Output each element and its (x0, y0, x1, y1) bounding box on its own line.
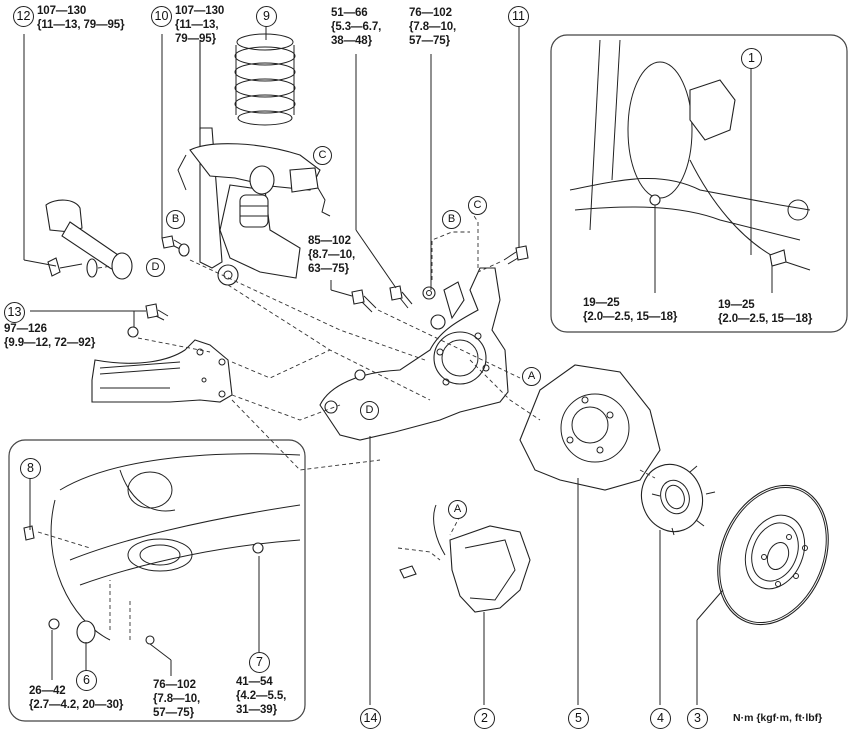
brake-disc (717, 484, 829, 626)
torque-label-inset-left: 19—25 {2.0—2.5, 15—18} (583, 297, 678, 323)
ref-mark-a-caliper: A (448, 500, 467, 519)
torque-label-inset-right: 19—25 {2.0—2.5, 15—18} (718, 299, 813, 325)
leader-lines (23, 26, 773, 705)
ref-mark-b-knuckle: B (442, 210, 461, 229)
crossmember-inset-panel (8, 439, 306, 722)
ref-mark-c-knuckle: C (468, 196, 487, 215)
bolt-11 (503, 245, 529, 265)
crossmember-inset-art (23, 453, 301, 645)
torque-label-26-42: 26—42 {2.7—4.2, 20—30} (29, 685, 124, 711)
torque-label-76-102-top: 76—102 {7.8—10, 57—75} (409, 7, 457, 47)
trailing-arm (91, 339, 233, 403)
nut-top-76 (422, 286, 436, 300)
callout-12: 12 (13, 6, 34, 27)
bolt-10 (161, 235, 190, 257)
callout-3: 3 (687, 708, 708, 729)
callout-1: 1 (741, 48, 762, 69)
bolt-mid-85 (351, 289, 377, 313)
callout-13: 13 (4, 302, 25, 323)
ref-mark-d: D (146, 258, 165, 277)
rear-knuckle (319, 267, 509, 441)
torque-label-51-66: 51—66 {5.3—6.7, 38—48} (331, 7, 382, 47)
bolt-13 (127, 303, 169, 338)
ref-mark-c: C (313, 146, 332, 165)
callout-4: 4 (650, 708, 671, 729)
torque-units-legend: N·m {kgf·m, ft·lbf} (733, 712, 823, 724)
ref-mark-b: B (166, 210, 185, 229)
torque-label-13: 97—126 {9.9—12, 72—92} (4, 323, 96, 349)
callout-10: 10 (151, 6, 172, 27)
callout-14: 14 (360, 708, 381, 729)
torque-label-10: 107—130 {11—13, 79—95} (175, 5, 225, 45)
torque-label-85-102: 85—102 {8.7—10, 63—75} (308, 235, 356, 275)
ref-mark-a-knuckle: A (522, 367, 541, 386)
torque-label-12: 107—130 {11—13, 79—95} (37, 5, 125, 31)
wheel-hub (640, 463, 716, 536)
torque-label-76-102-bottom: 76—102 {7.8—10, 57—75} (153, 679, 201, 719)
coil-spring (234, 33, 296, 126)
assembly-guide-lines (137, 209, 656, 536)
callout-2: 2 (474, 708, 495, 729)
parking-cable-inset-panel (550, 34, 848, 333)
torque-label-7: 41—54 {4.2—5.5, 31—39} (236, 676, 287, 716)
ref-mark-d-knuckle: D (360, 401, 379, 420)
callout-8: 8 (20, 458, 41, 479)
lateral-link (45, 199, 133, 280)
callout-7: 7 (249, 652, 270, 673)
callout-9: 9 (256, 6, 277, 27)
bolt-top-51 (389, 285, 413, 309)
upper-arm-assembly (177, 143, 331, 279)
brake-caliper (397, 504, 531, 613)
dust-shield (519, 364, 661, 491)
callout-6: 6 (76, 670, 97, 691)
parking-cable-inset-art (569, 39, 811, 271)
callout-5: 5 (568, 708, 589, 729)
callout-11: 11 (508, 6, 529, 27)
